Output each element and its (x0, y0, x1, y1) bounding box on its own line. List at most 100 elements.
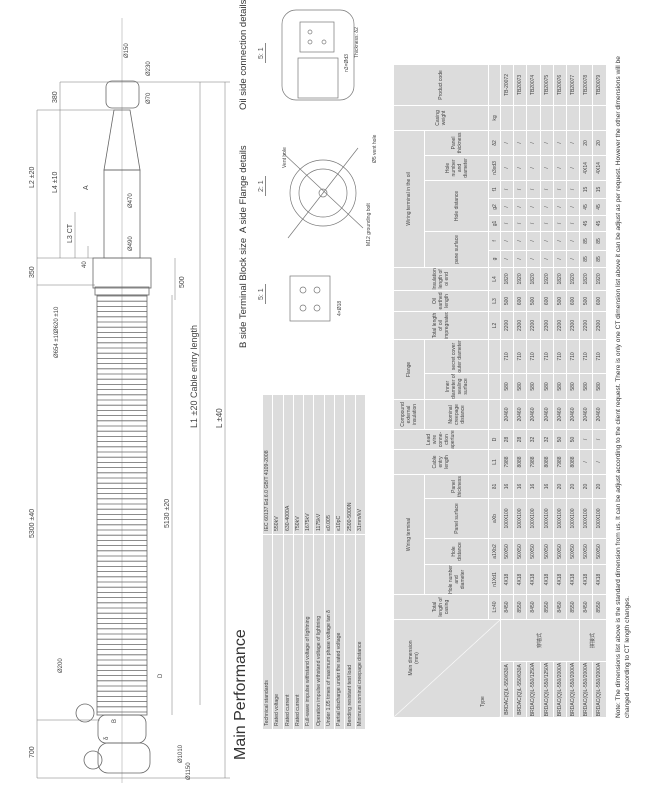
header-hole-distance: Hole distance (424, 538, 489, 565)
value-cell: / (540, 250, 554, 268)
value-cell: 1920 (592, 267, 606, 291)
value-cell: 7988 (500, 449, 514, 475)
value-cell: 20 (592, 130, 606, 156)
group-compound-insulation: Compound external insulation (393, 399, 425, 430)
value-cell: 580 (553, 373, 567, 400)
symbol-cell: g (488, 250, 501, 268)
value-cell: 8088 (513, 449, 527, 475)
value-cell: / (500, 231, 514, 251)
vent-hole2-label: Ø5 vent hole (372, 134, 378, 163)
dim-380: 380 (52, 91, 59, 103)
type-cell: BRDAC(Q)L-550/630A (500, 661, 514, 718)
symbol-cell (488, 339, 501, 374)
oil-side-scale: 5: 1 (258, 43, 266, 63)
value-cell: 2200 (579, 311, 593, 340)
value-cell: 20460 (526, 399, 541, 430)
value-cell: / (540, 180, 554, 199)
value-cell: 4X18 (500, 564, 514, 595)
performance-value: 630-4000A (283, 394, 294, 535)
value-cell: / (513, 215, 527, 232)
header-hole-number: Hole number and diameter (424, 564, 489, 595)
dim-d230: Ø230 (146, 61, 152, 76)
value-cell: / (592, 429, 606, 450)
value-cell: / (553, 215, 567, 232)
oil-side-diagram: Thickness: δ2 n3×Ød3 (281, 9, 360, 101)
grading-ring-circle (75, 703, 95, 723)
value-cell: 20 (592, 474, 606, 499)
symbol-cell (488, 399, 501, 430)
a-side-flange-diagram: Vent hole Ø5 vent hole M12 grounding bol… (282, 134, 378, 246)
value-cell: 100X100 (592, 498, 606, 539)
value-cell: 710 (592, 339, 606, 374)
value-cell: / (579, 449, 593, 475)
value-cell: 50X50 (579, 538, 593, 565)
value-cell: 8088 (566, 449, 580, 475)
dim-d654: Ø654 ±10 (54, 331, 60, 358)
performance-label: Under 1.05 times of maximum phase voltag… (324, 534, 335, 730)
value-cell: 85 (592, 250, 606, 268)
value-cell: 4X18 (579, 564, 593, 595)
header-panel-thickness: Panel thickness (424, 474, 489, 499)
performance-label: Rated current (283, 534, 294, 730)
value-cell: / (513, 155, 527, 181)
value-cell: 45 (592, 198, 606, 216)
performance-label: Partial discharge under the rated voltag… (334, 534, 345, 730)
value-cell: 85 (579, 231, 593, 251)
value-cell: 50X50 (553, 538, 567, 565)
dim-delta: δ (104, 736, 110, 740)
value-cell: 50X50 (526, 538, 541, 565)
symbol-cell: g2 (488, 198, 501, 216)
symbol-cell: f (488, 231, 501, 251)
value-cell: / (566, 130, 580, 156)
value-cell: / (513, 250, 527, 268)
performance-row: Operation impulse withstand voltage of l… (313, 394, 325, 730)
symbol-cell (488, 64, 501, 106)
a-side-title: A side Flange details (238, 145, 249, 233)
category-cell: 拼接式 (579, 619, 606, 662)
value-cell: TB20074 (526, 64, 541, 106)
dim-d1010: Ø1010 (178, 744, 184, 763)
value-cell: 1920 (513, 267, 527, 291)
a-side-scale: 2: 1 (258, 176, 266, 196)
dim-d200: Ø200 (58, 658, 64, 673)
value-cell: TB20073 (513, 64, 527, 106)
symbol-cell: L4 (488, 267, 501, 291)
value-cell: 16 (500, 474, 514, 499)
value-cell: 100X100 (513, 498, 527, 539)
value-cell: 100X100 (553, 498, 567, 539)
value-cell: 7988 (553, 449, 567, 475)
value-cell: 20460 (579, 399, 593, 430)
dim-350: 350 (29, 266, 36, 278)
value-cell: 580 (513, 373, 527, 400)
value-cell: 4X18 (526, 564, 541, 595)
value-cell: TB20079 (592, 64, 606, 106)
performance-value: 31mm/kV (355, 394, 366, 535)
value-cell: 600 (540, 290, 554, 312)
value-cell: 20 (579, 474, 593, 499)
value-cell: / (553, 180, 567, 199)
value-cell: 50X50 (592, 538, 606, 565)
value-cell: 710 (500, 339, 514, 374)
header-total-casing: Total length of casing (393, 594, 489, 620)
performance-label: Rated current (293, 534, 304, 730)
value-cell: 580 (500, 373, 514, 400)
value-cell: 2200 (500, 311, 514, 340)
header-insulation: Insulation length of oi end (393, 267, 489, 291)
dim-l: L ±40 (215, 408, 224, 428)
symbol-cell: L±40 (488, 594, 501, 620)
b-holes-label: 4×Ø18 (337, 301, 343, 316)
value-cell: 16 (513, 474, 527, 499)
value-cell: 45 (579, 198, 593, 216)
value-cell: / (579, 429, 593, 450)
value-cell: 8450 (553, 594, 567, 620)
performance-value: 2500-5000N (344, 394, 356, 535)
header-cable-entry: Cable entry length (393, 449, 489, 475)
value-cell: / (592, 449, 606, 475)
value-cell: / (540, 215, 554, 232)
dim-l1: L1 ±20 Cable entry length (189, 325, 199, 428)
value-cell (526, 105, 541, 131)
header-product-code: Product code (393, 64, 489, 106)
value-cell: 580 (540, 373, 554, 400)
